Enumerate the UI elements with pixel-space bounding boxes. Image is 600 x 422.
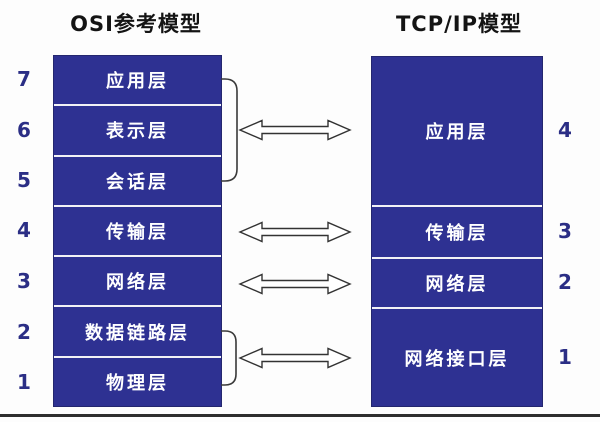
osi-layer-network: 网络层 bbox=[54, 255, 221, 305]
osi-layer-physical: 物理层 bbox=[54, 355, 221, 406]
tcpip-layer-application: 应用层 bbox=[425, 122, 489, 143]
tcpip-layer-network-interface: 网络接口层 bbox=[372, 307, 542, 406]
double-arrow-icon bbox=[238, 347, 352, 369]
osi-layer-transport: 传输层 bbox=[54, 204, 221, 255]
bottom-border-line bbox=[0, 414, 600, 417]
osi-layer-session: 会话层 bbox=[54, 154, 221, 205]
osi-layer-presentation: 表示层 bbox=[54, 104, 221, 154]
osi-model-title: OSI参考模型 bbox=[70, 12, 202, 36]
tcpip-layer-4-number: 4 bbox=[558, 118, 572, 142]
osi-layer-7-number: 7 bbox=[17, 67, 31, 91]
osi-layer-datalink: 数据链路层 bbox=[54, 305, 221, 355]
tcpip-stack: 应用层 传输层 网络层 网络接口层 bbox=[371, 56, 543, 407]
osi-stack: 应用层 表示层 会话层 传输层 网络层 数据链路层 物理层 bbox=[53, 55, 222, 407]
osi-layer-4-number: 4 bbox=[17, 218, 31, 242]
tcpip-layer-transport: 传输层 bbox=[372, 205, 542, 257]
osi-layer-2-number: 2 bbox=[17, 320, 31, 344]
double-arrow-icon bbox=[238, 221, 352, 243]
double-arrow-icon bbox=[238, 119, 352, 141]
double-arrow-icon bbox=[238, 273, 352, 295]
osi-layer-3-number: 3 bbox=[17, 269, 31, 293]
tcpip-layer-1-number: 1 bbox=[558, 345, 572, 369]
tcpip-layer-2-number: 2 bbox=[558, 270, 572, 294]
osi-upper-layers-brace-icon bbox=[221, 78, 238, 182]
tcpip-model-title: TCP/IP模型 bbox=[395, 12, 522, 36]
osi-layer-1-number: 1 bbox=[17, 370, 31, 394]
osi-lower-layers-brace-icon bbox=[221, 330, 237, 386]
osi-layer-application: 应用层 bbox=[106, 71, 169, 93]
tcpip-layer-3-number: 3 bbox=[558, 219, 572, 243]
osi-layer-6-number: 6 bbox=[17, 118, 31, 142]
tcpip-layer-network: 网络层 bbox=[372, 257, 542, 307]
osi-layer-5-number: 5 bbox=[17, 168, 31, 192]
